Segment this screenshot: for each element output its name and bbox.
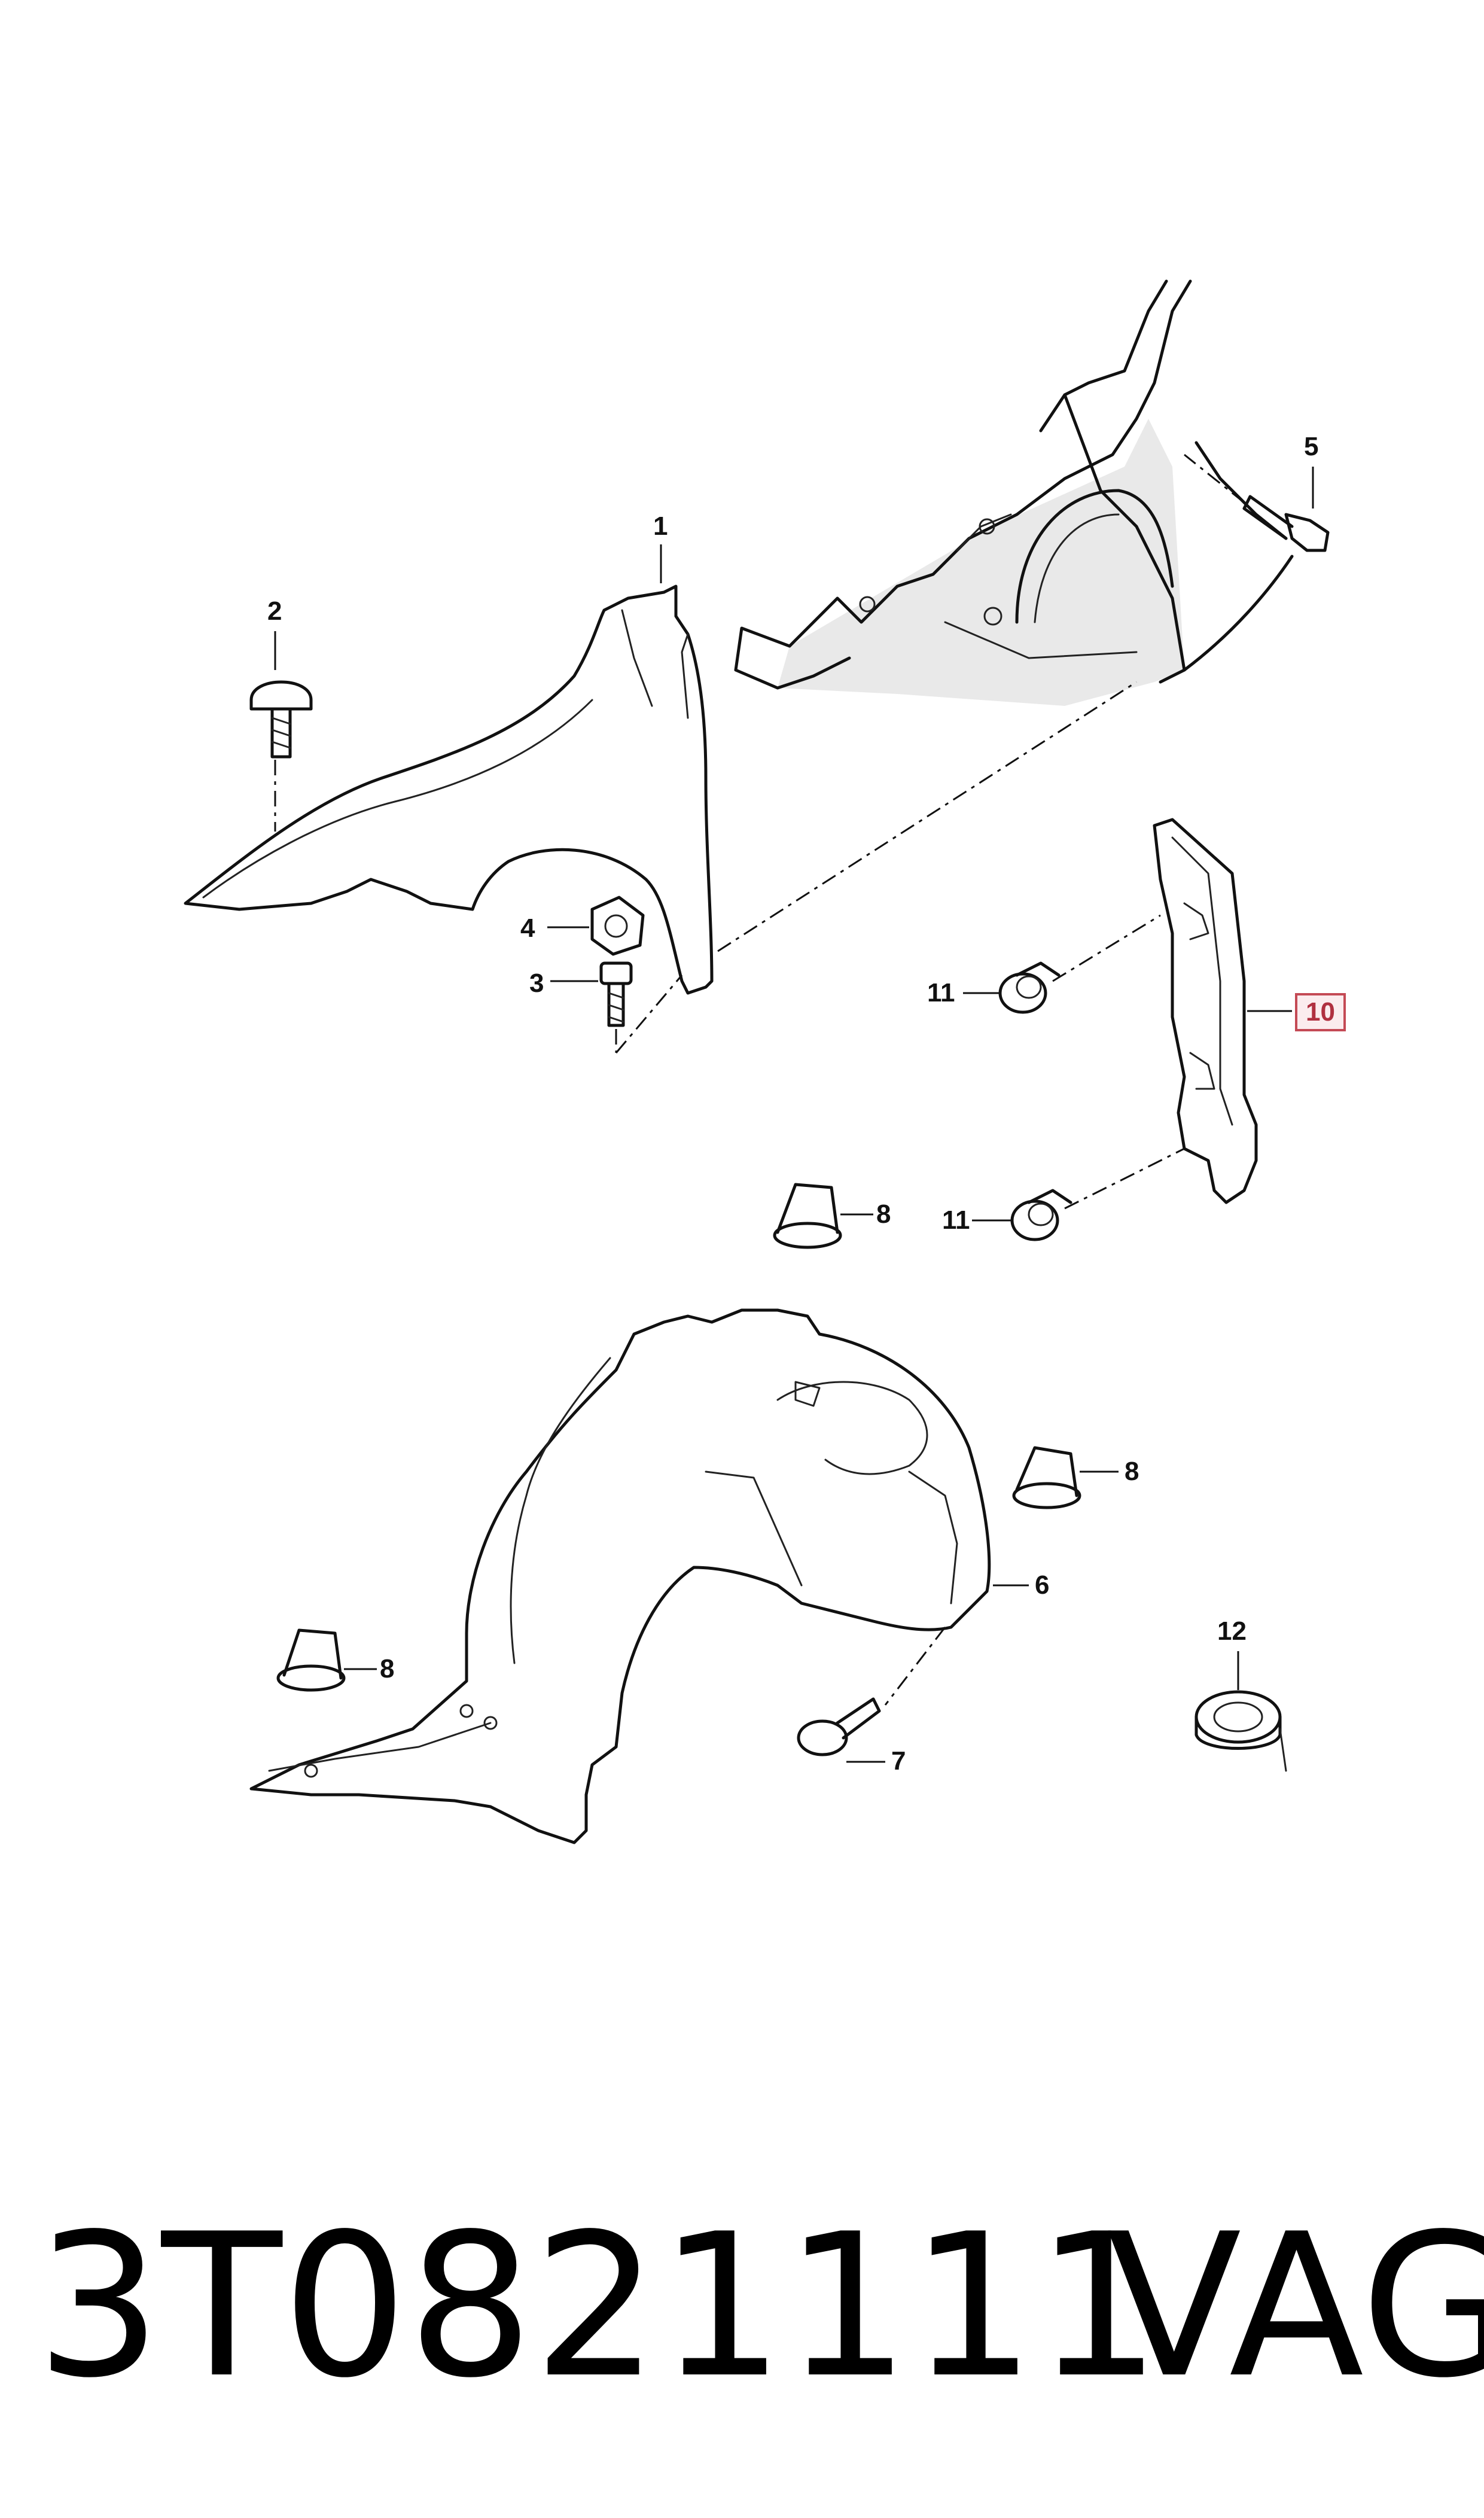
callout-8-right: 8 xyxy=(1125,1457,1139,1486)
part-number: 3T0821111 xyxy=(36,2191,1162,2421)
callout-11-upper: 11 xyxy=(927,978,955,1007)
callout-6: 6 xyxy=(1035,1570,1050,1600)
callout-2: 2 xyxy=(267,596,282,626)
leader-lines xyxy=(274,467,1314,1763)
callout-1: 1 xyxy=(653,511,668,541)
grommet-part-11-lower xyxy=(1010,1189,1072,1241)
callout-8-left: 8 xyxy=(380,1654,395,1683)
nut-part-4 xyxy=(590,896,645,956)
assembly-lines xyxy=(274,453,1245,1706)
screw-part-2 xyxy=(249,680,313,759)
callout-4: 4 xyxy=(520,914,535,943)
screw-part-7 xyxy=(797,1697,881,1756)
callout-8-upper: 8 xyxy=(876,1199,891,1229)
callout-3: 3 xyxy=(529,969,544,998)
callout-7: 7 xyxy=(891,1746,906,1776)
brand-name: VAG xyxy=(1107,2191,1484,2421)
clip-part-8-right xyxy=(1012,1446,1081,1509)
fender-liner-part-6 xyxy=(249,1308,991,1844)
callout-10-highlighted: 10 xyxy=(1295,993,1346,1031)
screw-part-3 xyxy=(599,961,633,1027)
grommet-part-11-upper xyxy=(998,961,1061,1014)
clip-part-8-left xyxy=(276,1628,346,1692)
clip-part-8-upper xyxy=(773,1183,842,1249)
bracket-part-10 xyxy=(1153,818,1258,1204)
callout-11-lower: 11 xyxy=(942,1205,970,1235)
callout-5: 5 xyxy=(1304,432,1319,461)
tape-roll-part-12 xyxy=(1194,1690,1287,1772)
bolt-part-5 xyxy=(1242,495,1330,552)
body-structure-part xyxy=(734,279,1294,706)
fender-part-1 xyxy=(184,584,714,995)
callout-12: 12 xyxy=(1217,1616,1247,1646)
